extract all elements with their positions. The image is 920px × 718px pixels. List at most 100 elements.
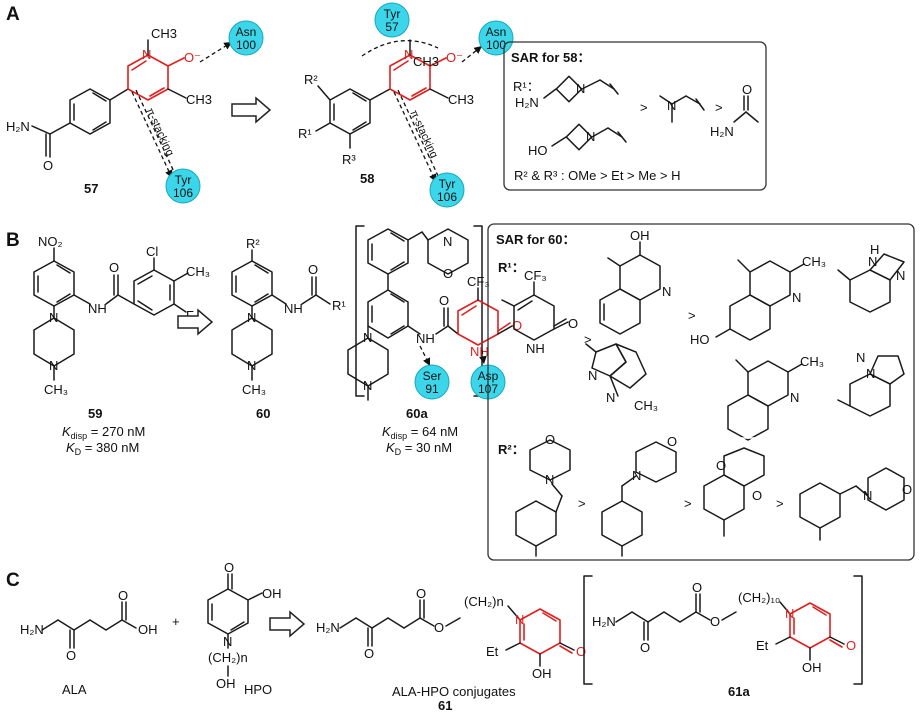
- atom-59-ch3-b: CH₃: [44, 382, 68, 397]
- compound-label-61a: 61a: [728, 684, 750, 699]
- sar-60-r2d-o: O: [902, 482, 912, 497]
- sar-60-hmq-n: N: [792, 290, 801, 305]
- hbond-arrow-60a-ser: [419, 345, 431, 367]
- panel-label-b: B: [6, 230, 20, 251]
- atom-61-n: N: [515, 612, 524, 627]
- sar-60-r2c-o1: O: [716, 458, 726, 473]
- sar-60-r2b-n: N: [632, 468, 641, 483]
- sar-58-n3: N: [667, 98, 676, 113]
- label-conjugates: ALA-HPO conjugates: [392, 684, 516, 699]
- hbond-arrow-57-asn: [199, 41, 233, 63]
- sar-58-r2r3: R² & R³ : OMe > Et > Me > H: [514, 168, 681, 183]
- atom-58-r1: R¹: [298, 126, 312, 141]
- atom-59-n1: N: [49, 310, 58, 325]
- structure-57: [31, 39, 187, 158]
- bracket-61a-left: [583, 575, 593, 685]
- atom-57-h2n: H₂N: [6, 119, 30, 134]
- sar-60-r2-para-morpholine: [601, 441, 677, 557]
- label-ala: ALA: [62, 682, 87, 697]
- atom-57-o: O⁻: [184, 50, 201, 65]
- svg-text:106: 106: [437, 190, 457, 204]
- svg-text:100: 100: [236, 38, 256, 52]
- sar-60-ind-ch3: CH₃: [634, 398, 658, 413]
- sar-58-o: O: [742, 82, 752, 97]
- atom-61a-h2n: H₂N: [592, 614, 616, 629]
- sar-60-title: SAR for 60：: [496, 232, 575, 247]
- atom-60a-o-red: O: [512, 318, 522, 333]
- atom-hpo-o: O: [224, 560, 234, 575]
- svg-text:Asn: Asn: [486, 25, 507, 39]
- atom-60-nh: NH: [284, 301, 303, 316]
- sar-60-ind-n2: N: [606, 390, 615, 405]
- atom-58-ch3-top: CH3: [413, 54, 439, 69]
- sar-60-r2-label: R²：: [498, 442, 525, 457]
- atom-hpo-ch2n: (CH₂)n: [208, 650, 248, 665]
- atom-58-o: O⁻: [446, 50, 463, 65]
- atom-ala-h2n: H₂N: [20, 622, 44, 637]
- transform-arrow-a: [231, 96, 272, 124]
- sar-60-r1-indazole: [585, 343, 647, 397]
- sar-60-gt4: >: [684, 496, 692, 511]
- compound-label-60a: 60a: [406, 406, 428, 421]
- atom-61a-oh: OH: [802, 660, 822, 675]
- sar-58-title: SAR for 58：: [511, 50, 590, 65]
- atom-60-o: O: [308, 262, 318, 277]
- atom-58-r3: R³: [342, 152, 356, 167]
- sar-60-mq-n: N: [790, 390, 799, 405]
- compound-label-61: 61: [438, 698, 452, 713]
- structure-59: [33, 247, 189, 381]
- sar-60-r2a-o: O: [545, 432, 555, 447]
- atom-hpo-n: N: [223, 634, 232, 649]
- kdisp-59: Kdisp = 270 nM: [62, 424, 145, 441]
- atom-60a-n1: N: [363, 330, 372, 345]
- sar-60-o: O: [568, 316, 578, 331]
- atom-60a-n-morph: N: [443, 234, 452, 249]
- sar-60-r1-hydroxyquinoline: [599, 241, 661, 335]
- structure-61: [339, 599, 575, 667]
- plus-sign: +: [172, 614, 180, 629]
- bracket-61a-right: [853, 575, 863, 685]
- stacking-arrow-57: [131, 91, 173, 179]
- atom-61-oh: OH: [532, 666, 552, 681]
- svg-text:Tyr: Tyr: [175, 173, 192, 187]
- transform-arrow-c: [269, 610, 306, 638]
- atom-60a-o-morph: O: [443, 266, 453, 281]
- sar-60-gt2: >: [688, 308, 696, 323]
- panel-label-a: A: [6, 4, 20, 25]
- sar-60-r2c-o2: O: [752, 488, 762, 503]
- atom-61a-et: Et: [756, 638, 769, 653]
- compound-label-57: 57: [84, 181, 98, 196]
- atom-60a-cf3: CF₃: [467, 274, 490, 289]
- panel-label-c: C: [6, 570, 20, 591]
- sar-60-r2-benzodioxane: [703, 447, 765, 537]
- sar-58-h2n-amide: H₂N: [710, 124, 734, 139]
- atom-60-n2: N: [247, 358, 256, 373]
- stacking-arrow-58b: [397, 89, 441, 181]
- sar-60-gt3: >: [578, 496, 586, 511]
- svg-text:91: 91: [425, 382, 439, 396]
- compound-label-59: 59: [88, 406, 102, 421]
- sar-58-ho: HO: [528, 143, 548, 158]
- structure-hpo: [207, 573, 263, 677]
- sar-60-r1-methylquinoline: [727, 359, 803, 441]
- svg-text:Ser: Ser: [423, 369, 442, 383]
- structure-60: [231, 249, 331, 381]
- sar-60-bim-n1: N: [868, 254, 877, 269]
- residue-asn100-57: Asn 100: [228, 20, 264, 56]
- pi-stacking-label-58: π-stacking: [407, 108, 440, 160]
- sar-60-r2a-n: N: [545, 472, 554, 487]
- atom-60-n1: N: [247, 310, 256, 325]
- svg-text:Asn: Asn: [236, 25, 257, 39]
- sar-60-r2-meta-morpholine: [515, 439, 571, 557]
- atom-57-ch3-top: CH3: [151, 26, 177, 41]
- sar-60-hmq-ho: HO: [690, 332, 710, 347]
- atom-60-ch3: CH₃: [242, 382, 266, 397]
- sar-60-qn: N: [662, 284, 671, 299]
- atom-ala-oh: OH: [138, 622, 158, 637]
- structure-58: [315, 39, 449, 149]
- svg-text:100: 100: [486, 38, 506, 52]
- atom-60-r1: R¹: [332, 298, 346, 313]
- residue-tyr106-58: Tyr 106: [429, 172, 465, 208]
- transform-arrow-b: [177, 308, 214, 336]
- compound-label-58: 58: [360, 171, 374, 186]
